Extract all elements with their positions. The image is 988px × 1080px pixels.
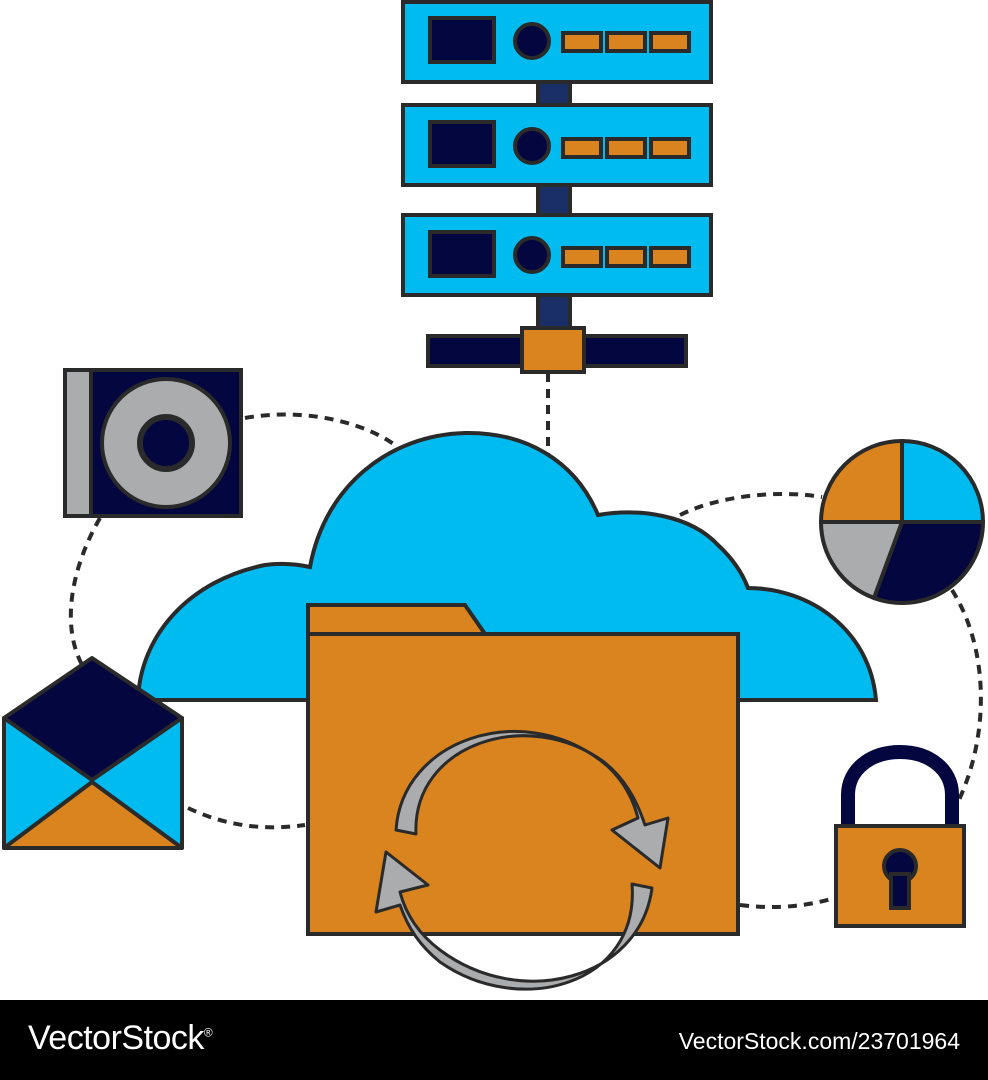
padlock-icon (834, 744, 966, 928)
disc-drive-icon (63, 368, 243, 518)
envelope-icon (2, 656, 184, 850)
watermark-bar: VectorStock® VectorStock.com/23701964 (0, 1000, 988, 1080)
dashed-connectors (68, 373, 983, 910)
pie-chart-icon (818, 438, 986, 605)
vectorstock-logo: VectorStock® (28, 1019, 213, 1058)
pie-slice-top-right (900, 438, 986, 524)
cloud-storage-illustration (2, 0, 986, 991)
folder-icon (306, 603, 740, 936)
server-rack-icon (401, 0, 713, 374)
brand-name: VectorStock (28, 1019, 204, 1057)
pie-slice-top-left (818, 438, 904, 524)
pie-slice-bottom-left (818, 520, 905, 601)
registered-mark: ® (203, 1025, 213, 1040)
pie-slice-bottom-right (871, 520, 986, 605)
server-unit (401, 0, 713, 84)
image-reference: VectorStock.com/23701964 (678, 1028, 960, 1054)
server-unit (401, 213, 713, 297)
sync-arrows-icon (374, 729, 670, 991)
server-unit (401, 103, 713, 187)
